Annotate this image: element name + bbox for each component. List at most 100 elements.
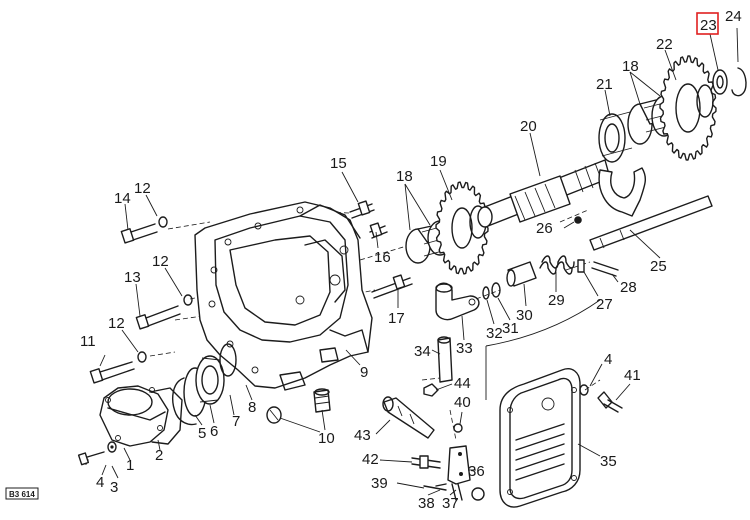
washer-4 <box>107 441 117 453</box>
shift-lever-33 <box>435 282 480 321</box>
callout-36: 36 <box>468 463 485 480</box>
selector-fork-25 <box>589 167 713 251</box>
stud-17 <box>371 274 413 299</box>
callout-4: 4 <box>604 351 612 368</box>
gear-22 <box>659 55 717 161</box>
shaft-20 <box>477 159 611 228</box>
circlip-24 <box>731 67 747 97</box>
callout-18: 18 <box>622 58 639 75</box>
callout-15: 15 <box>330 155 347 172</box>
reference-code: B3 614 <box>5 487 39 500</box>
callout-13: 13 <box>124 269 141 286</box>
screw-42 <box>411 455 441 469</box>
callout-33: 33 <box>456 340 473 357</box>
highlight-box <box>696 12 719 35</box>
ball-26 <box>574 216 582 224</box>
pin-38 <box>435 483 485 501</box>
callout-14: 14 <box>114 190 131 207</box>
callout-34: 34 <box>414 343 431 360</box>
screw-11 <box>89 361 135 384</box>
washer-12b <box>183 294 193 306</box>
callout-3: 3 <box>110 479 118 496</box>
lever-36 <box>447 445 471 485</box>
callout-44: 44 <box>454 375 471 392</box>
callout-35: 35 <box>600 453 617 470</box>
callout-12: 12 <box>108 315 125 332</box>
callout-41: 41 <box>624 367 641 384</box>
callout-21: 21 <box>596 76 613 93</box>
washer-4b <box>579 384 589 396</box>
callout-29: 29 <box>548 292 565 309</box>
ring-31 <box>491 282 501 298</box>
stud-15 <box>349 200 375 219</box>
spring-29 <box>539 255 575 275</box>
ring-8 <box>219 343 237 377</box>
washer-12a <box>137 351 147 363</box>
callout-30: 30 <box>516 307 533 324</box>
screw-14 <box>120 223 158 244</box>
callout-31: 31 <box>502 320 519 337</box>
callout-37: 37 <box>442 495 459 512</box>
callout-38: 38 <box>418 495 435 512</box>
screw-13 <box>135 305 181 330</box>
nut-44 <box>423 383 439 397</box>
callout-2: 2 <box>155 447 163 464</box>
gear-housing <box>194 201 373 391</box>
sleeve-30 <box>506 261 537 287</box>
callout-7: 7 <box>232 413 240 430</box>
shaft-34 <box>437 336 453 383</box>
callout-24: 24 <box>725 8 742 25</box>
callout-27: 27 <box>596 296 613 313</box>
callout-22: 22 <box>656 36 673 53</box>
plug-10b <box>313 388 331 413</box>
callout-labels: 1 2 3 4 4 5 6 7 8 9 10 11 12 12 12 13 14… <box>80 8 742 512</box>
plug-10a <box>266 406 282 424</box>
callout-25: 25 <box>650 258 667 275</box>
pin-39 <box>423 485 447 491</box>
ring-23 <box>712 69 728 95</box>
callout-17: 17 <box>388 310 405 327</box>
callout-19: 19 <box>430 153 447 170</box>
washer-40 <box>453 423 463 433</box>
subassembly-outline <box>485 299 601 400</box>
washer-12c <box>158 216 168 228</box>
stud-16 <box>369 222 388 239</box>
sleeve-21 <box>598 111 633 163</box>
leader-lines <box>99 27 739 496</box>
callout-12: 12 <box>152 253 169 270</box>
callout-4: 4 <box>96 474 104 491</box>
callout-12: 12 <box>134 180 151 197</box>
callout-6: 6 <box>210 423 218 440</box>
callout-23: 23 <box>700 17 717 34</box>
reference-code-box <box>5 487 39 500</box>
callout-11: 11 <box>80 333 96 350</box>
gasket-2 <box>149 387 183 445</box>
callout-5: 5 <box>198 425 206 442</box>
circlip-5 <box>172 377 197 426</box>
callout-18: 18 <box>396 168 413 185</box>
callout-42: 42 <box>362 451 379 468</box>
cover-plate-35 <box>499 368 581 508</box>
callout-32: 32 <box>486 325 503 342</box>
callout-43: 43 <box>354 427 371 444</box>
screw-41 <box>597 391 623 413</box>
bearing-7 <box>195 355 225 405</box>
callout-1: 1 <box>126 457 134 474</box>
callout-28: 28 <box>620 279 637 296</box>
shaft-43 <box>382 396 435 439</box>
screw-28 <box>591 261 619 277</box>
callout-9: 9 <box>360 364 368 381</box>
callout-40: 40 <box>454 394 471 411</box>
reference-code-text: B3 614 <box>9 490 35 499</box>
pin-27 <box>577 259 585 273</box>
callout-26: 26 <box>536 220 553 237</box>
screw-3 <box>77 451 105 466</box>
callout-20: 20 <box>520 118 537 135</box>
end-cover-1 <box>99 385 169 447</box>
callout-39: 39 <box>371 475 388 492</box>
callout-10: 10 <box>318 430 335 447</box>
callout-16: 16 <box>374 249 391 266</box>
ring-32 <box>482 286 490 300</box>
gear-19 <box>435 181 489 275</box>
